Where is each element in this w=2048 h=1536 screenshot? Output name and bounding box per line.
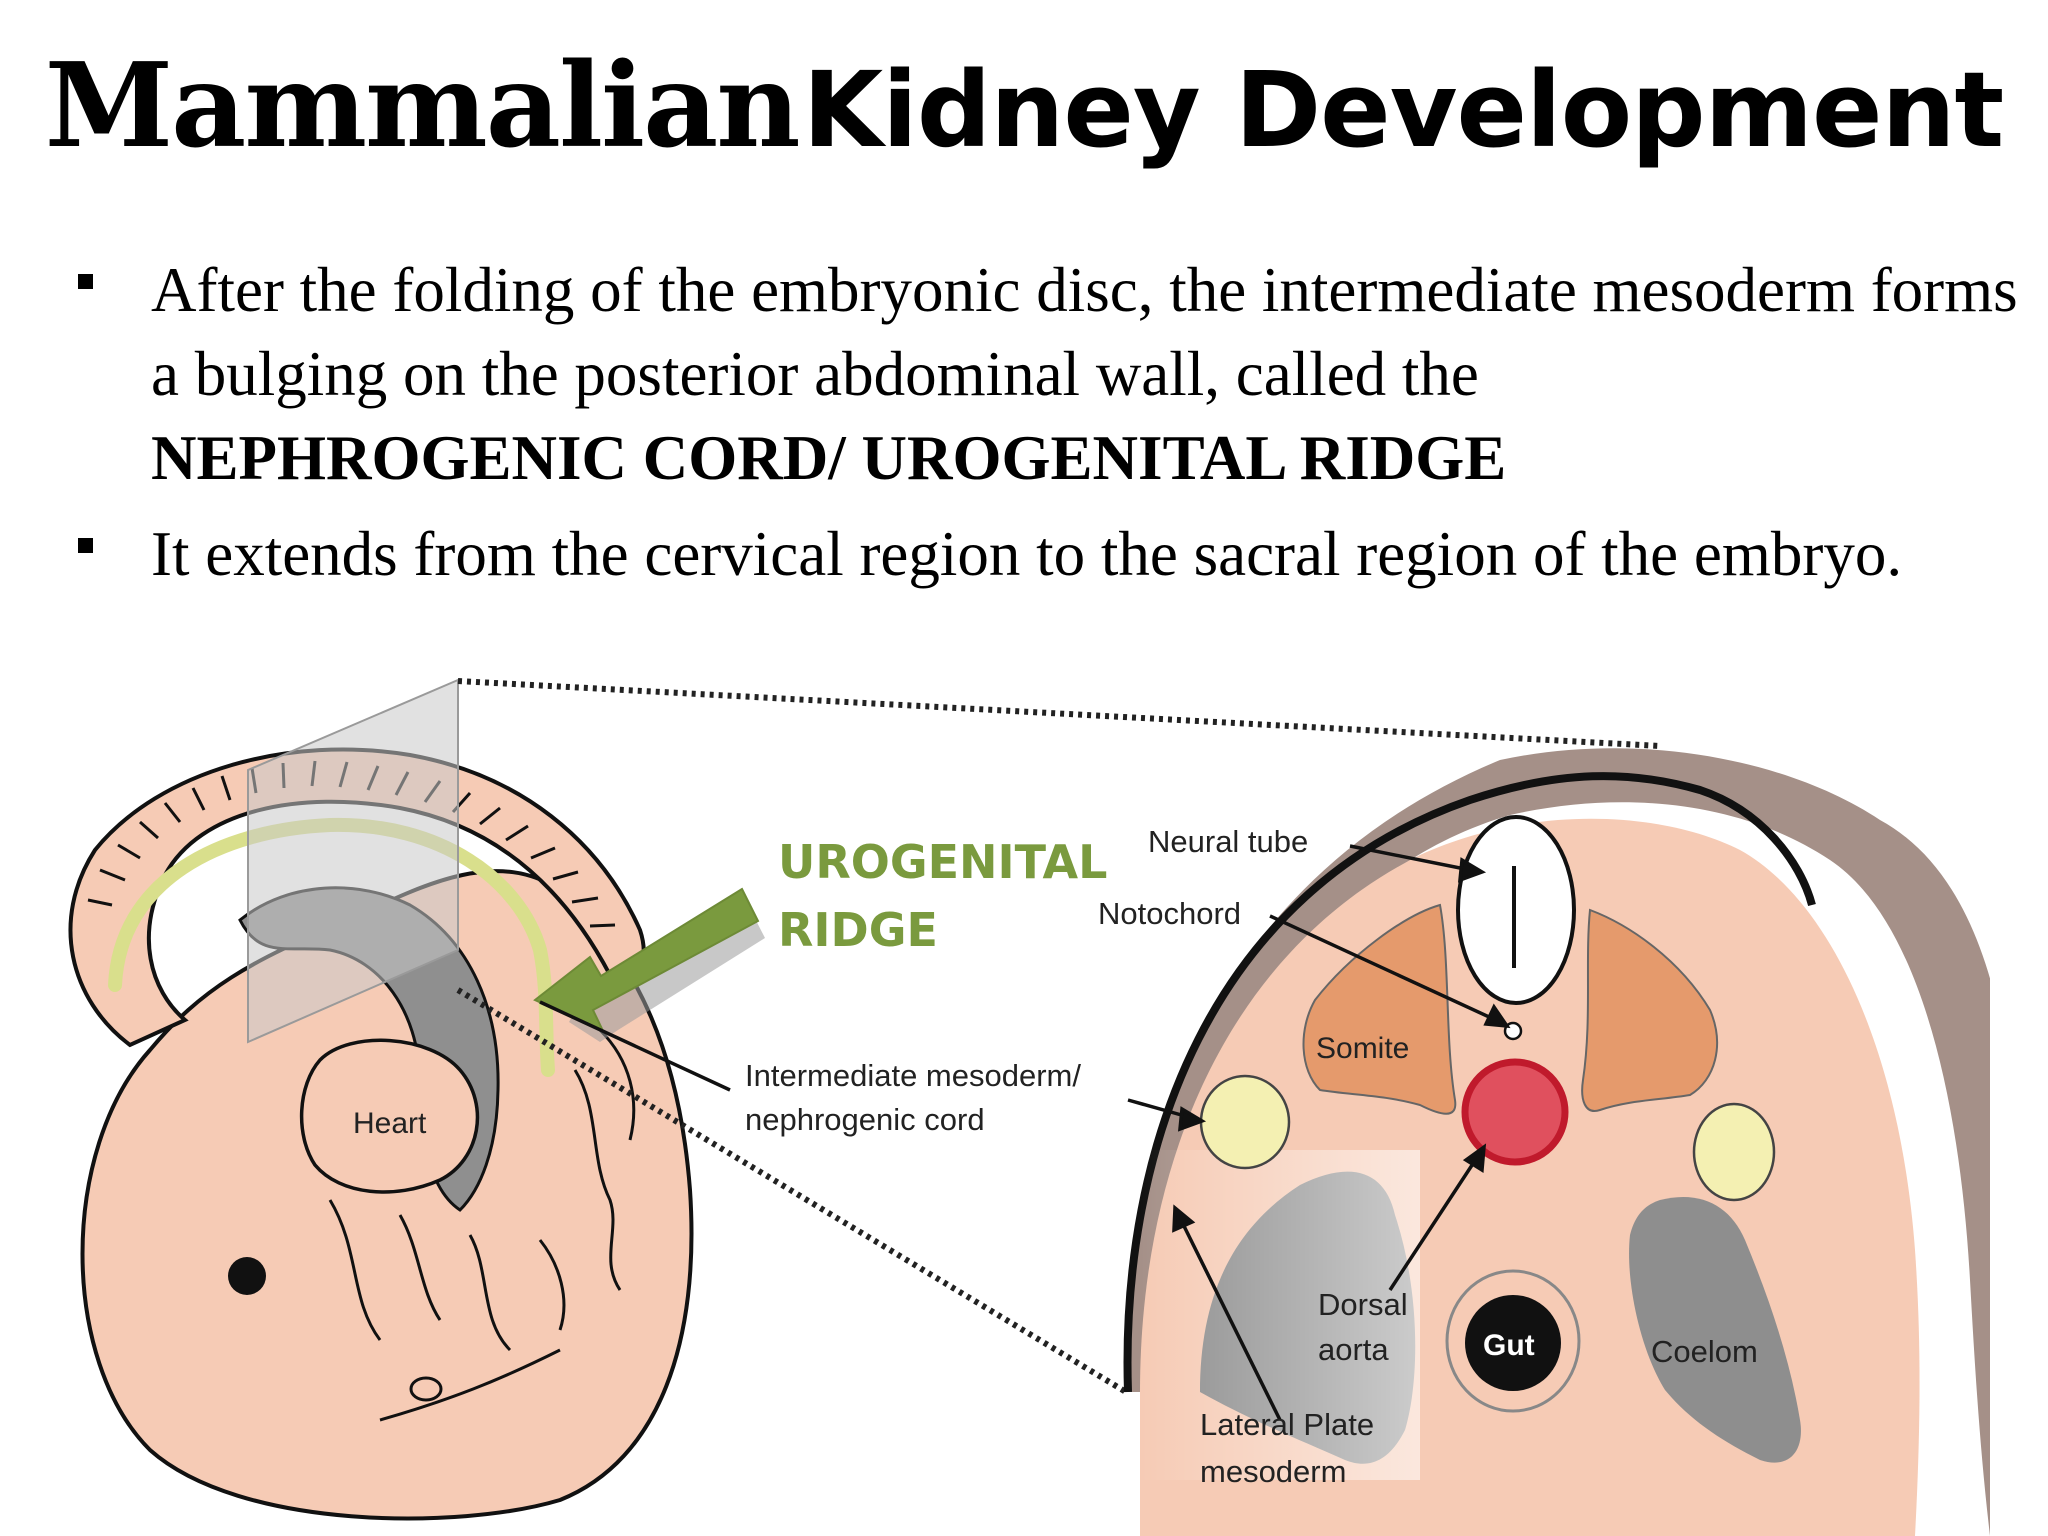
- label-dorsal-line-1: Dorsal: [1318, 1287, 1408, 1322]
- nephrogenic-cord-left: [1199, 1074, 1291, 1170]
- label-somite: Somite: [1316, 1032, 1409, 1065]
- callout-line-1: UROGENITAL: [778, 835, 1107, 889]
- projection-lines: [456, 678, 1661, 1395]
- label-heart: Heart: [353, 1107, 427, 1140]
- label-coelom: Coelom: [1651, 1334, 1758, 1369]
- label-pointers: [539, 844, 1511, 1421]
- gut-lumen: [1465, 1295, 1561, 1391]
- section-plane: [247, 678, 459, 1044]
- embryo-eye: [228, 1257, 266, 1295]
- bullet-item: It extends from the cervical region to t…: [76, 512, 2026, 596]
- nephrogenic-cord-right: [1692, 1102, 1776, 1202]
- heart-shape: [299, 1038, 480, 1194]
- title-part-2: Kidney Development: [802, 49, 2005, 171]
- label-lateral-line-1: Lateral Plate: [1200, 1407, 1374, 1442]
- embryo-small-oval: [409, 1376, 443, 1402]
- bullet-item: After the folding of the embryonic disc,…: [76, 248, 2026, 500]
- urogenital-ridge-callout: UROGENITAL RIDGE: [533, 835, 1107, 1042]
- gut-loops: [328, 1028, 636, 1422]
- label-intermediate-line-2: nephrogenic cord: [745, 1102, 985, 1137]
- coelom-right: [1629, 1196, 1801, 1463]
- bullet-text: After the folding of the embryonic disc,…: [151, 255, 2018, 409]
- label-intermediate-line-1: Intermediate mesoderm/: [745, 1058, 1081, 1093]
- bullet-marker-icon: [78, 538, 93, 553]
- slide-title: Mammalian Kidney Development: [0, 48, 2048, 164]
- somite-left: [1302, 903, 1457, 1115]
- dorsal-aorta: [1461, 1058, 1569, 1166]
- embryo-illustration: [68, 678, 694, 1521]
- label-neural-tube: Neural tube: [1148, 824, 1308, 859]
- bullet-marker-icon: [78, 274, 93, 289]
- label-gut: Gut: [1483, 1329, 1535, 1362]
- kidney-development-diagram: UROGENITAL RIDGE: [68, 678, 2048, 1536]
- label-notochord: Notochord: [1098, 896, 1241, 931]
- cross-section: [1123, 700, 2048, 1536]
- label-lateral-line-2: mesoderm: [1200, 1454, 1346, 1489]
- diagram-labels: Neural tube Notochord Somite Intermediat…: [353, 824, 1758, 1489]
- bullet-text: It extends from the cervical region to t…: [151, 519, 1903, 589]
- title-part-1: Mammalian: [44, 38, 801, 174]
- section-outline: [1123, 772, 1816, 1393]
- somite-right: [1581, 908, 1718, 1112]
- bullet-bold-text: NEPHROGENIC CORD/ UROGENITAL RIDGE: [151, 423, 1507, 493]
- callout-line-2: RIDGE: [778, 903, 938, 957]
- bullet-list: After the folding of the embryonic disc,…: [76, 248, 2026, 608]
- label-dorsal-line-2: aorta: [1318, 1332, 1389, 1367]
